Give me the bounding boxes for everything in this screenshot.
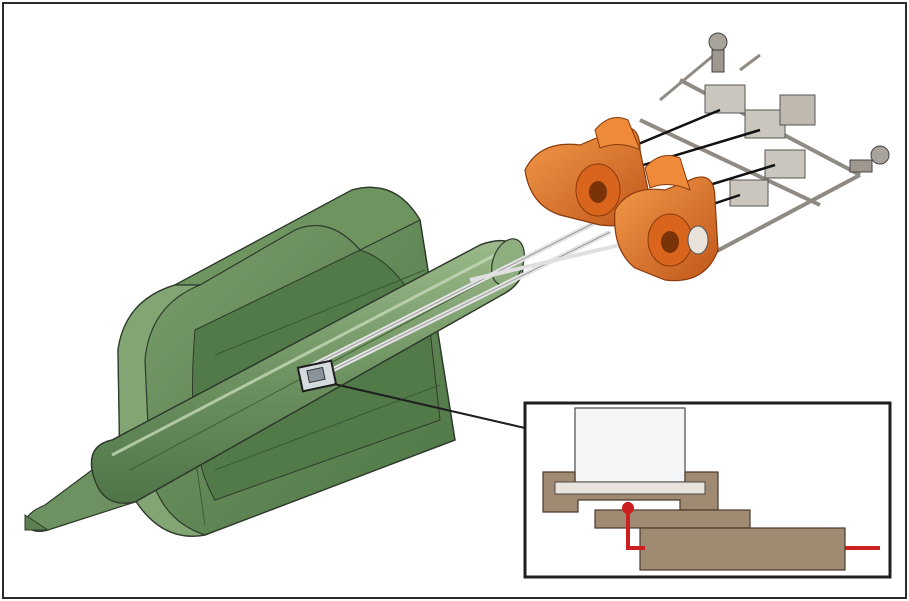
red-channel bbox=[626, 502, 880, 550]
drive-unit-upper-hub bbox=[589, 181, 607, 203]
rod bbox=[299, 219, 601, 373]
tube-nozzle bbox=[24, 468, 136, 532]
frame-block bbox=[704, 84, 746, 114]
drive-unit-lower-cap bbox=[644, 155, 691, 191]
tube-highlight bbox=[111, 253, 496, 457]
vessel-rib bbox=[214, 269, 426, 356]
orange-drive-units bbox=[524, 117, 719, 282]
frame-bar bbox=[739, 53, 761, 72]
rear-support-frame bbox=[599, 32, 890, 262]
drive-unit-upper-cap bbox=[594, 117, 641, 152]
knob-stem bbox=[711, 49, 725, 73]
frame-block bbox=[779, 94, 816, 126]
drive-unit-lower-hub bbox=[661, 231, 679, 253]
knob bbox=[870, 145, 890, 165]
frame-bar bbox=[699, 173, 861, 262]
drive-unit-lower-end bbox=[687, 225, 709, 255]
rod bbox=[307, 231, 611, 383]
knob-stem bbox=[849, 159, 873, 173]
inset-white-block bbox=[574, 407, 686, 484]
frame-block bbox=[729, 179, 769, 207]
callout-line bbox=[333, 383, 526, 429]
nozzle-tip bbox=[24, 514, 50, 531]
frame-block bbox=[764, 149, 806, 179]
frame-bar bbox=[639, 118, 821, 207]
inset-flange bbox=[554, 481, 706, 495]
inset-plate bbox=[639, 527, 846, 571]
inset-plate bbox=[594, 509, 751, 529]
knob bbox=[708, 32, 728, 52]
sample-box-inner bbox=[306, 366, 326, 384]
rod bbox=[469, 243, 621, 282]
vessel-cut-face-top bbox=[174, 186, 421, 286]
sample-holder bbox=[296, 359, 338, 393]
rod-assembly bbox=[298, 217, 621, 385]
detail-inset bbox=[523, 401, 892, 579]
frame-bar bbox=[659, 48, 721, 102]
red-channel-node bbox=[622, 502, 634, 514]
